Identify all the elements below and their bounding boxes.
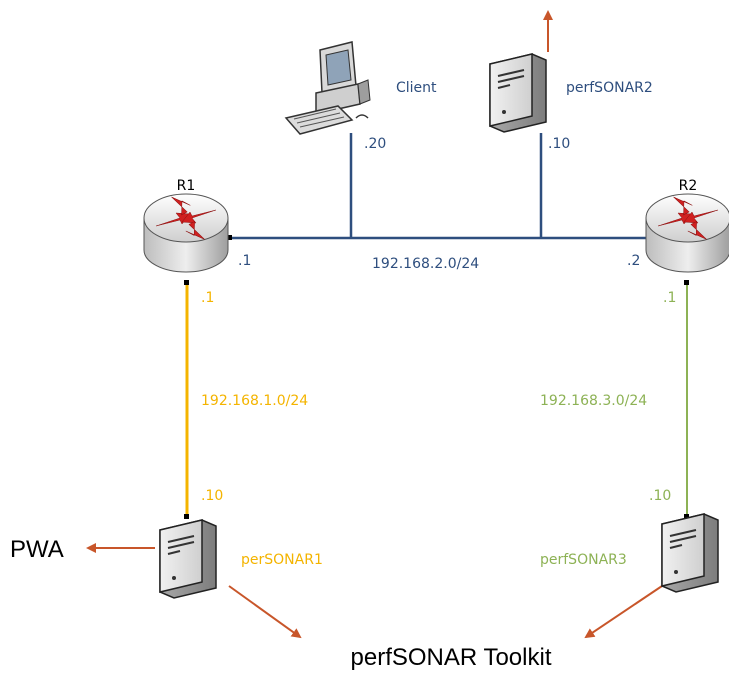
router-icon [645, 193, 729, 273]
pwa-label: PWA [10, 536, 64, 563]
arrow-ps3-to-toolkit [584, 585, 663, 639]
router-icon [143, 193, 229, 273]
r1-middle-ip-label: .1 [238, 253, 251, 269]
middle-subnet-label: 192.168.2.0/24 [372, 256, 479, 272]
perfsonar2-ip-label: .10 [548, 136, 570, 152]
link-middle-network [227, 133, 658, 240]
server-icon [489, 53, 547, 133]
right-subnet-label: 192.168.3.0/24 [540, 393, 647, 409]
r2-middle-ip-label: .2 [627, 253, 640, 269]
link-right-network [684, 280, 689, 519]
link-left-network [184, 280, 189, 519]
r1-left-ip-label: .1 [201, 290, 214, 306]
computer-icon [284, 41, 371, 135]
ps1-ip-label: .10 [201, 488, 223, 504]
perfsonar1-label: perSONAR1 [241, 552, 323, 568]
router-r2-label: R2 [679, 178, 698, 194]
router-r1-label: R1 [177, 178, 196, 194]
perfsonar2-label: perfSONAR2 [566, 80, 653, 96]
left-subnet-label: 192.168.1.0/24 [201, 393, 308, 409]
r2-right-ip-label: .1 [663, 290, 676, 306]
server-icon [159, 519, 217, 599]
toolkit-label: perfSONAR Toolkit [351, 644, 552, 671]
perfsonar3-label: perfSONAR3 [540, 552, 627, 568]
client-label: Client [396, 80, 437, 96]
client-ip-label: .20 [364, 136, 386, 152]
ps3-ip-label: .10 [649, 488, 671, 504]
server-icon [661, 513, 719, 593]
arrow-ps1-to-toolkit [228, 585, 302, 639]
